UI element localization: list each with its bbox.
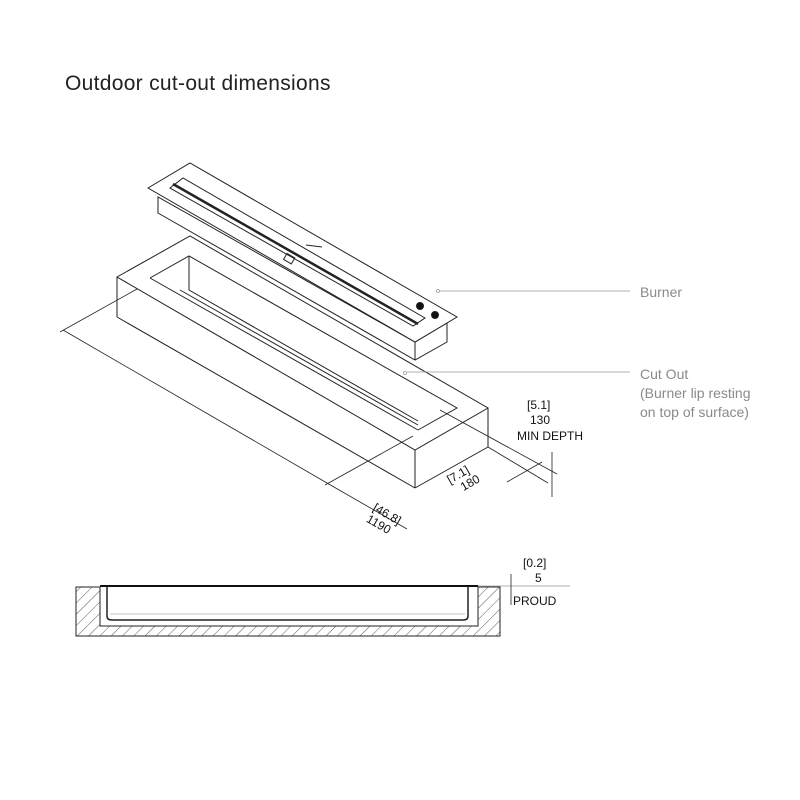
proud-mm: 5 [535, 571, 542, 585]
cutout-label: Cut Out [640, 366, 689, 382]
cutout-note-line-1: (Burner lip resting [640, 385, 751, 401]
depth-note: MIN DEPTH [517, 429, 583, 443]
dimension-lines [59, 288, 558, 530]
cutout-box [115, 235, 490, 489]
depth-inches: [5.1] [527, 398, 550, 412]
page-title: Outdoor cut-out dimensions [65, 72, 331, 95]
burner-label: Burner [640, 284, 683, 300]
proud-note: PROUD [513, 594, 557, 608]
burner [147, 162, 458, 361]
cutout-note-line-2: on top of surface) [640, 404, 749, 420]
callout-leaders [403, 289, 630, 375]
section-view: [0.2] 5 PROUD [75, 556, 570, 637]
depth-mm: 130 [530, 413, 550, 427]
proud-inches: [0.2] [523, 556, 546, 570]
